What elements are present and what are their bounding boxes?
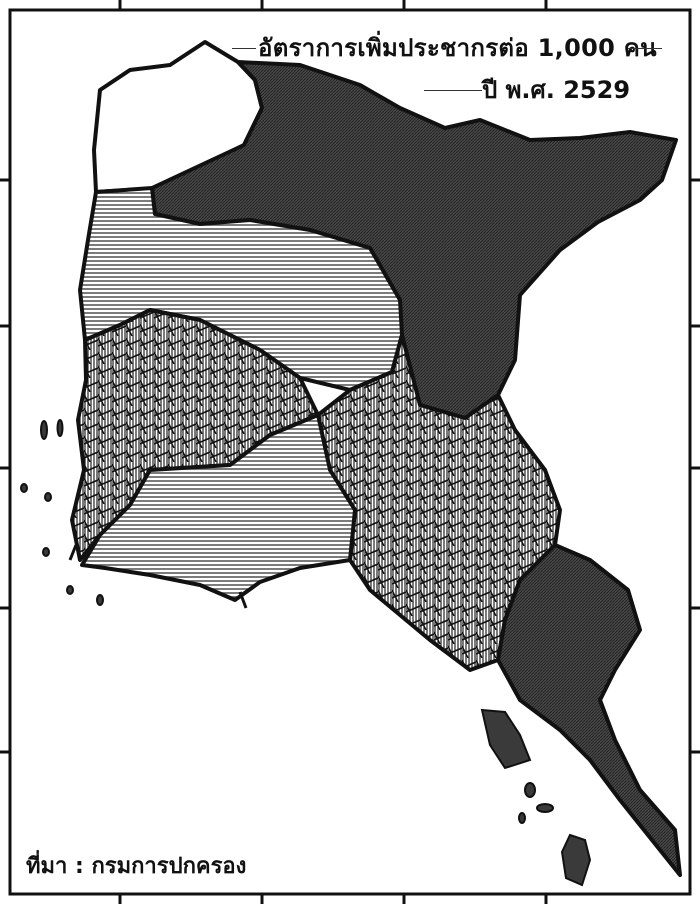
source-note: ที่มา : กรมการปกครอง [26, 854, 247, 879]
title-rule-right [628, 48, 662, 49]
map-subtitle-year: ปี พ.ศ. 2529 [482, 76, 631, 104]
title-rule-left [232, 48, 256, 49]
subtitle-rule [424, 90, 482, 91]
region-southeast-dark [496, 543, 682, 877]
coast-marks [68, 544, 248, 609]
map-title: อัตราการเพิ่มประชากรต่อ 1,000 คน [258, 34, 657, 62]
islands [20, 419, 592, 887]
region-south-striped [80, 413, 357, 602]
map-frame-border [8, 8, 692, 896]
